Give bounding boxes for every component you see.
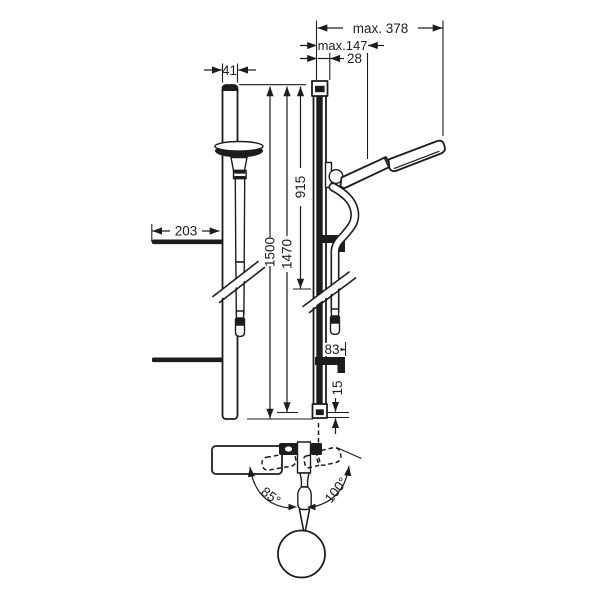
lower-shelf-front — [152, 357, 223, 363]
dim-41-label: 41 — [222, 63, 237, 78]
dim-28-label: 28 — [347, 51, 362, 66]
break-mark-front — [212, 260, 259, 298]
angle-85-label: 85° — [258, 484, 283, 508]
dim-83-label: 83 — [324, 342, 339, 357]
side-view — [302, 80, 446, 419]
handshower-top-view — [277, 472, 326, 579]
dimension-labels: max. 378 max.147 28 41 203 1500 1470 915… — [170, 20, 418, 508]
spray-face-top-view — [277, 529, 326, 579]
dim-378-label: max. 378 — [353, 21, 409, 36]
dim-147-label: max.147 — [318, 38, 368, 53]
handshower-cone-front — [230, 156, 248, 172]
dim-15-label: 15 — [330, 380, 345, 395]
swivel-ghost-right — [303, 446, 362, 469]
hose-fitting-side — [329, 308, 341, 336]
handshower-side — [339, 139, 446, 189]
hose-fitting-front — [234, 310, 246, 338]
handshower-handle-front — [234, 177, 246, 263]
spray-head-side — [387, 139, 446, 173]
holder-clamp-right — [311, 443, 322, 455]
upper-shelf-front — [152, 239, 223, 245]
top-view — [211, 423, 362, 579]
front-view — [152, 84, 266, 420]
swivel-angles — [247, 465, 352, 511]
dim-203-label: 203 — [175, 224, 198, 239]
upper-shelf-side — [317, 235, 345, 252]
lower-shelf-side — [315, 357, 345, 373]
dim-1470-label: 1470 — [280, 239, 295, 269]
break-mark-side — [302, 271, 350, 308]
dim-915-label: 915 — [293, 176, 308, 199]
swivel-ghost-left — [261, 452, 297, 471]
dim-1500-label: 1500 — [263, 237, 278, 267]
shelf-top-view — [211, 445, 283, 475]
